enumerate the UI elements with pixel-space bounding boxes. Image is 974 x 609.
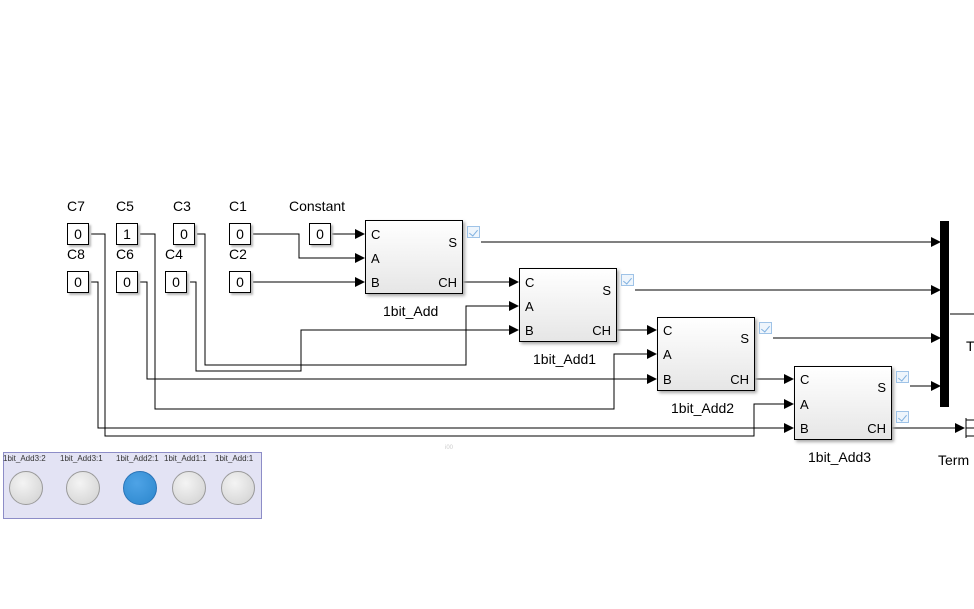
port-s: S bbox=[877, 380, 886, 395]
port-b: B bbox=[525, 323, 534, 338]
lamp-label: 1bit_Add3:2 bbox=[3, 454, 46, 463]
adder-block-1bit-add[interactable]: C A B S CH bbox=[365, 220, 463, 294]
mux-output-label: T bbox=[966, 338, 974, 354]
port-c: C bbox=[525, 275, 535, 290]
constant-label-c2: C2 bbox=[229, 246, 247, 262]
port-s: S bbox=[602, 283, 611, 298]
log-signal-icon[interactable] bbox=[896, 371, 909, 383]
constant-label-constant: Constant bbox=[289, 198, 346, 214]
port-s: S bbox=[740, 331, 749, 346]
signal-line bbox=[140, 233, 657, 410]
adder-block-1bit-add2[interactable]: C A B S CH bbox=[657, 317, 755, 391]
constant-block-c7[interactable]: 0 bbox=[67, 223, 89, 245]
log-signal-icon[interactable] bbox=[896, 411, 909, 423]
signal-line bbox=[91, 281, 794, 433]
port-a: A bbox=[525, 299, 534, 314]
constant-label-c5: C5 bbox=[116, 198, 134, 214]
lamp-label: 1bit_Add3:1 bbox=[60, 454, 103, 463]
mux-block[interactable] bbox=[940, 221, 949, 407]
constant-label-c6: C6 bbox=[116, 246, 134, 262]
log-signal-icon[interactable] bbox=[759, 322, 772, 334]
port-b: B bbox=[800, 421, 809, 436]
port-ch: CH bbox=[592, 323, 611, 338]
adder-name-1bit-add3: 1bit_Add3 bbox=[808, 449, 872, 465]
terminator-label: Term bbox=[938, 452, 970, 468]
port-c: C bbox=[663, 323, 673, 338]
port-a: A bbox=[663, 347, 672, 362]
constant-label-c8: C8 bbox=[67, 246, 85, 262]
constant-block-constant[interactable]: 0 bbox=[309, 223, 331, 245]
port-ch: CH bbox=[867, 421, 886, 436]
canvas-marker: i00 bbox=[445, 445, 454, 451]
port-a: A bbox=[800, 397, 809, 412]
adder-block-1bit-add3[interactable]: C A B S CH bbox=[794, 366, 892, 440]
lamp-panel[interactable]: 1bit_Add3:2 1bit_Add3:1 1bit_Add2:1 1bit… bbox=[3, 452, 262, 519]
terminator-block[interactable] bbox=[965, 418, 974, 438]
constant-block-c3[interactable]: 0 bbox=[173, 223, 195, 245]
constant-label-c3: C3 bbox=[173, 198, 191, 214]
constant-block-c5[interactable]: 1 bbox=[116, 223, 138, 245]
lamp-label: 1bit_Add:1 bbox=[215, 454, 254, 463]
signal-line bbox=[91, 233, 794, 437]
signal-line bbox=[140, 281, 657, 384]
lamp-indicator[interactable] bbox=[172, 471, 206, 505]
port-ch: CH bbox=[730, 372, 749, 387]
constant-block-c4[interactable]: 0 bbox=[165, 271, 187, 293]
constant-block-c2[interactable]: 0 bbox=[229, 271, 251, 293]
constant-block-c6[interactable]: 0 bbox=[116, 271, 138, 293]
port-a: A bbox=[371, 251, 380, 266]
signal-line bbox=[197, 233, 519, 366]
port-ch: CH bbox=[438, 275, 457, 290]
log-signal-icon[interactable] bbox=[621, 274, 634, 286]
port-b: B bbox=[371, 275, 380, 290]
constant-block-c1[interactable]: 0 bbox=[229, 223, 251, 245]
lamp-indicator[interactable] bbox=[221, 471, 255, 505]
signal-line bbox=[253, 233, 365, 263]
port-s: S bbox=[448, 235, 457, 250]
adder-name-1bit-add2: 1bit_Add2 bbox=[671, 400, 735, 416]
lamp-indicator[interactable] bbox=[66, 471, 100, 505]
adder-name-1bit-add1: 1bit_Add1 bbox=[533, 351, 597, 367]
constant-label-c1: C1 bbox=[229, 198, 247, 214]
port-b: B bbox=[663, 372, 672, 387]
adder-name-1bit-add: 1bit_Add bbox=[383, 303, 439, 319]
lamp-label: 1bit_Add1:1 bbox=[164, 454, 207, 463]
constant-label-c4: C4 bbox=[165, 246, 183, 262]
port-c: C bbox=[371, 227, 381, 242]
port-c: C bbox=[800, 372, 810, 387]
lamp-indicator[interactable] bbox=[9, 471, 43, 505]
lamp-label: 1bit_Add2:1 bbox=[116, 454, 159, 463]
log-signal-icon[interactable] bbox=[467, 226, 480, 238]
constant-label-c7: C7 bbox=[67, 198, 85, 214]
adder-block-1bit-add1[interactable]: C A B S CH bbox=[519, 268, 617, 342]
lamp-indicator[interactable] bbox=[123, 471, 157, 505]
constant-block-c8[interactable]: 0 bbox=[67, 271, 89, 293]
signal-line bbox=[190, 281, 519, 372]
